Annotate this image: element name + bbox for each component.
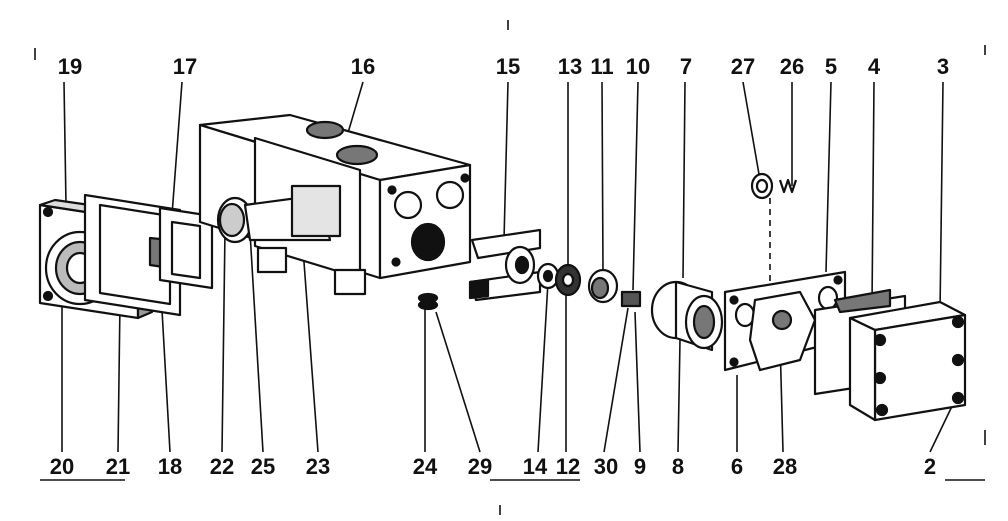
part-number-label: 2 <box>923 454 937 479</box>
thin-gasket <box>158 206 214 290</box>
part-number-label: 4 <box>867 54 881 79</box>
part-number-label: 27 <box>730 54 756 79</box>
part-number-label: 5 <box>824 54 838 79</box>
part-number-label: 24 <box>412 454 438 479</box>
part-number-label: 18 <box>157 454 183 479</box>
part-number-label: 10 <box>625 54 651 79</box>
part-number-label: 6 <box>730 454 744 479</box>
part-number-label: 21 <box>105 454 131 479</box>
part-number-label: 26 <box>779 54 805 79</box>
part-number-label: 30 <box>593 454 619 479</box>
rotor-cup <box>650 280 724 352</box>
shaft-and-seal <box>216 184 342 244</box>
part-number-label: 15 <box>495 54 521 79</box>
part-number-label: 25 <box>250 454 276 479</box>
part-number-label: 28 <box>772 454 798 479</box>
spring-pin <box>417 292 439 311</box>
washer-and-nut <box>536 262 582 297</box>
part-number-label: 17 <box>172 54 198 79</box>
end-housing <box>848 300 967 422</box>
part-number-label: 9 <box>633 454 647 479</box>
part-number-label: 7 <box>679 54 693 79</box>
part-number-label: 23 <box>305 454 331 479</box>
part-number-label: 8 <box>671 454 685 479</box>
part-number-label: 22 <box>209 454 235 479</box>
check-spring <box>750 172 798 200</box>
part-number-label: 14 <box>522 454 548 479</box>
gasket-plate <box>83 193 182 317</box>
part-number-label: 29 <box>467 454 493 479</box>
coupling-yoke <box>468 228 542 302</box>
part-number-label: 13 <box>557 54 583 79</box>
part-number-label: 16 <box>350 54 376 79</box>
part-number-label: 19 <box>57 54 83 79</box>
leader-lines <box>61 81 956 453</box>
collar-and-bolt <box>587 268 642 308</box>
baseline-marks <box>34 20 986 515</box>
part-number-label: 3 <box>936 54 950 79</box>
part-number-label: 12 <box>555 454 581 479</box>
part-number-label: 20 <box>49 454 75 479</box>
part-number-label: 11 <box>590 54 614 79</box>
